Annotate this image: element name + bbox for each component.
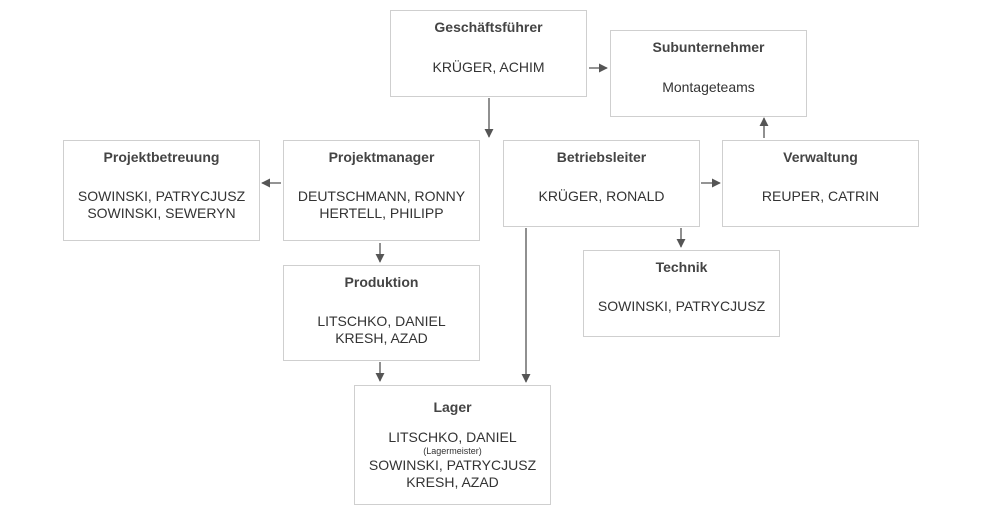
member: SOWINSKI, PATRYCJUSZ xyxy=(597,298,766,314)
box-members: DEUTSCHMANN, RONNY HERTELL, PHILIPP xyxy=(284,188,479,222)
member: KRESH, AZAD xyxy=(406,474,499,490)
box-title: Betriebsleiter xyxy=(556,149,647,165)
box-title: Projektmanager xyxy=(328,149,435,165)
member: KRESH, AZAD xyxy=(335,330,428,346)
box-members: LITSCHKO, DANIEL (Lagermeister) SOWINSKI… xyxy=(355,429,550,491)
member: KRÜGER, RONALD xyxy=(538,188,665,204)
box-betriebsleiter: Betriebsleiter KRÜGER, RONALD xyxy=(503,140,700,227)
member: DEUTSCHMANN, RONNY xyxy=(297,188,466,204)
box-members: KRÜGER, ACHIM xyxy=(391,59,586,76)
member: REUPER, CATRIN xyxy=(761,188,880,204)
box-title: Lager xyxy=(433,399,472,415)
box-members: REUPER, CATRIN xyxy=(723,188,918,205)
box-subunternehmer: Subunternehmer Montageteams xyxy=(610,30,807,117)
box-verwaltung: Verwaltung REUPER, CATRIN xyxy=(722,140,919,227)
box-projektbetreuung: Projektbetreuung SOWINSKI, PATRYCJUSZ SO… xyxy=(63,140,260,241)
box-members: SOWINSKI, PATRYCJUSZ xyxy=(584,298,779,315)
box-lager: Lager LITSCHKO, DANIEL (Lagermeister) SO… xyxy=(354,385,551,505)
box-members: Montageteams xyxy=(611,79,806,96)
member: LITSCHKO, DANIEL xyxy=(388,429,517,445)
box-projektmanager: Projektmanager DEUTSCHMANN, RONNY HERTEL… xyxy=(283,140,480,241)
member: SOWINSKI, PATRYCJUSZ xyxy=(368,457,537,473)
member: KRÜGER, ACHIM xyxy=(432,59,545,75)
box-geschaeftsfuehrer: Geschäftsführer KRÜGER, ACHIM xyxy=(390,10,587,97)
box-title: Produktion xyxy=(344,274,419,290)
member: Montageteams xyxy=(662,79,755,95)
box-title: Verwaltung xyxy=(783,149,858,165)
member: HERTELL, PHILIPP xyxy=(319,205,444,221)
box-members: LITSCHKO, DANIEL KRESH, AZAD xyxy=(284,313,479,347)
member: SOWINSKI, SEWERYN xyxy=(87,205,236,221)
member: LITSCHKO, DANIEL xyxy=(317,313,446,329)
box-technik: Technik SOWINSKI, PATRYCJUSZ xyxy=(583,250,780,337)
box-members: SOWINSKI, PATRYCJUSZ SOWINSKI, SEWERYN xyxy=(64,188,259,222)
box-title: Technik xyxy=(655,259,708,275)
box-title: Subunternehmer xyxy=(652,39,765,55)
box-produktion: Produktion LITSCHKO, DANIEL KRESH, AZAD xyxy=(283,265,480,361)
box-title: Geschäftsführer xyxy=(434,19,543,35)
member-note: (Lagermeister) xyxy=(423,446,482,456)
box-title: Projektbetreuung xyxy=(103,149,220,165)
member: SOWINSKI, PATRYCJUSZ xyxy=(77,188,246,204)
box-members: KRÜGER, RONALD xyxy=(504,188,699,205)
